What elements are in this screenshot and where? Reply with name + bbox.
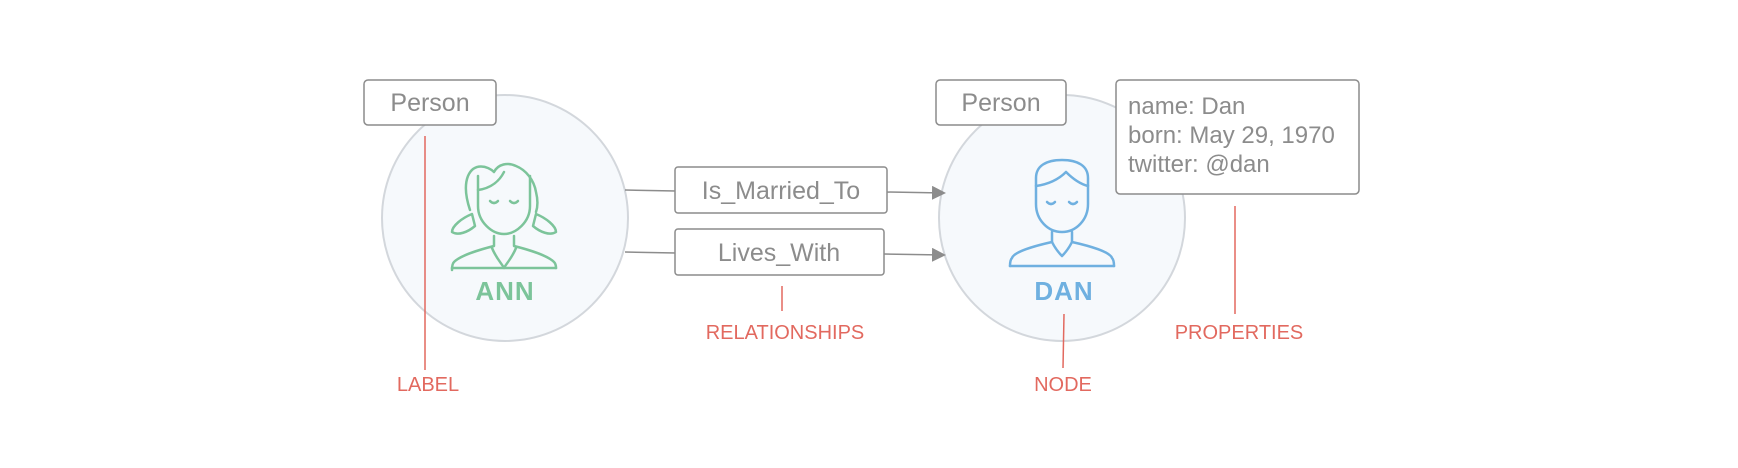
node-ann-name: ANN [475,276,534,306]
property-name: name: Dan [1128,93,1245,120]
woman-icon [450,162,558,272]
relationship-lives-with[interactable]: Lives_With [624,228,946,276]
relationship-is-married-to[interactable]: Is_Married_To [624,166,946,214]
label-box-dan[interactable]: Person [935,79,1067,126]
arrow-icon [883,247,946,262]
node-dan-name: DAN [1034,276,1093,306]
callout-line-node [1062,313,1065,369]
label-box-ann[interactable]: Person [363,79,497,126]
callout-relationships: RELATIONSHIPS [706,322,865,344]
label-dan-text: Person [961,89,1040,117]
node-ann-circle [381,94,629,342]
property-born: born: May 29, 1970 [1128,122,1335,149]
property-twitter: twitter: @dan [1128,151,1270,178]
properties-box[interactable]: name: Dan born: May 29, 1970 twitter: @d… [1115,79,1360,195]
arrow-icon [885,185,946,200]
node-ann[interactable]: ANN [381,94,629,342]
man-icon [1008,158,1116,268]
callout-node: NODE [1034,374,1092,396]
relationship-label: Is_Married_To [702,177,860,205]
relationship-line [624,251,677,254]
label-ann-text: Person [390,89,469,117]
callout-properties: PROPERTIES [1175,322,1304,344]
relationship-line [624,189,677,192]
callout-label: LABEL [397,374,459,396]
relationship-label: Lives_With [718,239,840,267]
